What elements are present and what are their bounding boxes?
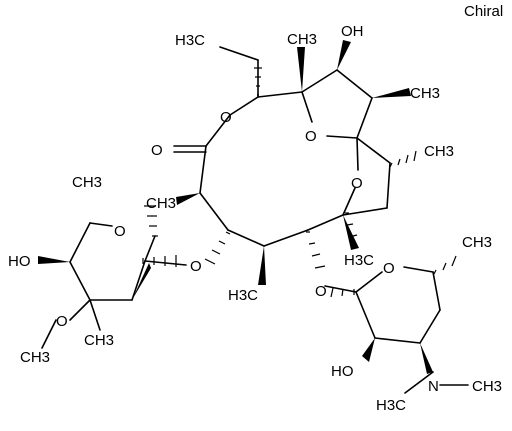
carbonyl-double-bond: [173, 145, 207, 153]
bonds: [41, 46, 469, 394]
atom-ho-right-sugar: HO: [331, 363, 354, 380]
hashed-bonds: [142, 67, 457, 298]
hash-c-ethyl: [254, 67, 262, 96]
atom-ch3-left-ring: CH3: [146, 195, 176, 212]
atom-n-dimethylamino: N: [428, 378, 439, 395]
atom-ch3-left-sugar-bottom: CH3: [84, 332, 114, 349]
atom-ch3-left-sugar-top: CH3: [72, 174, 102, 191]
hash-c-methyl-right: [389, 150, 417, 168]
hash-left-sugar-link: [142, 255, 177, 267]
hash-o-sugar-left: [204, 231, 231, 265]
hash-ring-methyl-bottom: [345, 212, 358, 238]
atom-o-bridge-upper: O: [305, 128, 317, 145]
atom-ch3-right-top: CH3: [410, 85, 440, 102]
atom-o-left-sugar-ring: O: [114, 223, 126, 240]
atom-ch3-right-mid: CH3: [424, 143, 454, 160]
atom-o-lactone: O: [220, 109, 232, 126]
atom-ch3-amine: CH3: [472, 378, 502, 395]
hash-left-sugar-methyl: [144, 205, 158, 237]
atom-ch3-right-sugar: CH3: [462, 234, 492, 251]
atom-oh-top: OH: [341, 23, 364, 40]
atom-h3c-amine: H3C: [376, 397, 406, 414]
atom-h3c-ethyl: H3C: [175, 32, 205, 49]
atom-methoxy-ch3: CH3: [20, 349, 50, 366]
hash-right-sugar-methyl: [433, 255, 457, 275]
stereo-flag: Chiral: [464, 3, 503, 20]
atom-o-sugar-right-link: O: [315, 283, 327, 300]
wedge-bonds: [38, 40, 433, 374]
atom-o-sugar-left-link: O: [190, 258, 202, 275]
atom-labels: Chiral H3C CH3 OH CH3 O O O CH3 O CH3 H3…: [8, 3, 503, 414]
atom-o-methoxy: O: [56, 313, 68, 330]
atom-h3c-ring-bottom: H3C: [228, 287, 258, 304]
atom-ho-left-sugar: HO: [8, 253, 31, 270]
atom-o-right-sugar-ring: O: [383, 260, 395, 277]
hash-o-sugar-right: [306, 231, 326, 269]
hash-right-sugar-link: [330, 287, 355, 298]
atom-o-carbonyl: O: [151, 142, 163, 159]
atom-o-bridge-lower: O: [351, 175, 363, 192]
atom-h3c-ring-right: H3C: [344, 252, 374, 269]
atom-ch3-top: CH3: [287, 31, 317, 48]
